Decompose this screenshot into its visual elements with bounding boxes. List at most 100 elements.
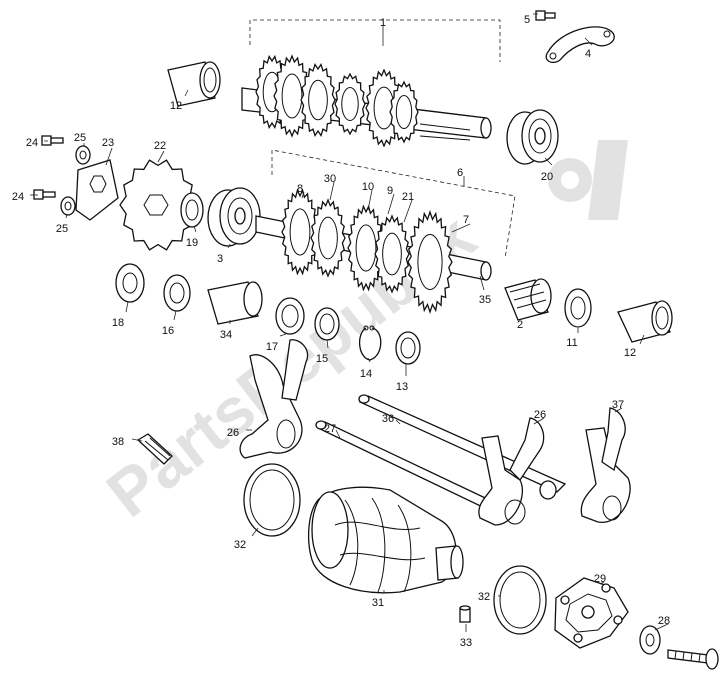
- callout-c4: 4: [585, 48, 591, 60]
- leader-c3: [227, 243, 231, 249]
- part-28-bolt: [667, 648, 719, 670]
- callout-c26a: 26: [227, 427, 239, 439]
- callout-c9: 9: [387, 185, 393, 197]
- leader-c8: [301, 191, 305, 199]
- callout-c1: 1: [380, 17, 386, 29]
- callout-c28: 28: [658, 615, 670, 627]
- callout-c32b: 32: [478, 591, 490, 603]
- callout-c2: 2: [517, 319, 523, 331]
- leader-c38: [131, 438, 143, 442]
- leader-c14: [367, 357, 371, 363]
- leader-c25b: [65, 213, 68, 219]
- part-34-sleeve: [207, 281, 263, 325]
- part-24-bolt-upper: [41, 135, 64, 146]
- callout-c24a: 24: [26, 137, 38, 149]
- part-5-bolt: [535, 10, 556, 21]
- part-19-seal: [180, 192, 204, 228]
- part-12-bushing-upper: [167, 61, 221, 107]
- part-3-bearing: [207, 187, 261, 247]
- leader-c12a: [184, 89, 189, 97]
- callout-c31: 31: [372, 597, 384, 609]
- part-17-shift-fork: [239, 339, 309, 459]
- part-15-washer: [314, 307, 340, 341]
- gear-logo-icon: [548, 140, 628, 220]
- callout-c5: 5: [524, 14, 530, 26]
- callout-c34: 34: [220, 329, 232, 341]
- callout-c33: 33: [460, 637, 472, 649]
- leader-c12b: [639, 334, 645, 345]
- part-32-seal-left: [243, 463, 301, 537]
- part-25-washer-upper: [75, 145, 91, 165]
- callout-c21: 21: [402, 191, 414, 203]
- part-37-shift-fork: [580, 407, 631, 523]
- leader-c29: [599, 581, 605, 585]
- leader-c35: [479, 275, 485, 291]
- leader-c18: [125, 301, 129, 313]
- leader-c23: [105, 147, 113, 166]
- callout-c24b: 24: [12, 191, 24, 203]
- part-11-washer: [564, 288, 592, 328]
- leader-c27: [335, 429, 341, 439]
- part-14-circlip: [359, 325, 382, 361]
- callout-c37: 37: [612, 399, 624, 411]
- part-16-washer: [163, 274, 191, 312]
- part-31-shift-drum: [308, 486, 464, 594]
- part-12-bushing-lower: [617, 300, 673, 343]
- part-23-retainer-plate: [75, 159, 119, 221]
- callout-c14: 14: [360, 368, 372, 380]
- callout-c35: 35: [479, 294, 491, 306]
- part-4-clamp: [545, 26, 615, 64]
- leader-c16: [173, 310, 177, 321]
- part-38-plug: [136, 433, 173, 465]
- callout-c10: 10: [362, 181, 374, 193]
- part-2-needle-bearing: [504, 278, 552, 321]
- callout-c25a: 25: [74, 132, 86, 144]
- leader-c4: [584, 37, 593, 46]
- callout-c20: 20: [541, 171, 553, 183]
- group-1-bracket: [249, 19, 501, 62]
- leader-c9: [387, 193, 395, 215]
- part-24-bolt-lower: [33, 189, 56, 200]
- callout-c12b: 12: [624, 347, 636, 359]
- leader-c28: [654, 623, 669, 631]
- part-17-washer: [275, 297, 305, 335]
- callout-c8: 8: [297, 183, 303, 195]
- leader-c17: [279, 333, 287, 337]
- callout-c7: 7: [463, 214, 469, 226]
- part-26-shift-fork-right: [478, 417, 557, 526]
- callout-c12a: 12: [170, 100, 182, 112]
- counter-shaft-assembly: [255, 188, 492, 315]
- part-28-washer: [639, 625, 661, 655]
- leader-c37: [614, 407, 623, 413]
- callout-c38: 38: [112, 436, 124, 448]
- part-29-cam-hub: [554, 577, 629, 649]
- group-6-bracket: [271, 149, 516, 259]
- callout-c36: 36: [382, 413, 394, 425]
- part-33-pin: [459, 605, 471, 623]
- callout-c29: 29: [594, 573, 606, 585]
- main-shaft-assembly: [241, 54, 492, 148]
- callout-c18: 18: [112, 317, 124, 329]
- leader-c30: [329, 181, 335, 201]
- callout-c6: 6: [457, 167, 463, 179]
- leader-c15: [326, 339, 329, 349]
- leader-c22: [157, 150, 165, 163]
- callout-c32a: 32: [234, 539, 246, 551]
- callout-c25b: 25: [56, 223, 68, 235]
- leader-c21: [403, 199, 413, 223]
- part-18-washer: [115, 263, 145, 303]
- callout-c17: 17: [266, 341, 278, 353]
- leader-c7: [451, 223, 471, 233]
- callout-c16: 16: [162, 325, 174, 337]
- part-13-washer: [395, 331, 421, 365]
- leader-c36: [395, 419, 401, 425]
- leader-lines: [30, 13, 669, 632]
- callout-c11: 11: [566, 337, 577, 349]
- leader-c10: [367, 189, 373, 211]
- callout-c23: 23: [102, 137, 114, 149]
- callout-c15: 15: [316, 353, 328, 365]
- leader-c26b: [533, 417, 545, 425]
